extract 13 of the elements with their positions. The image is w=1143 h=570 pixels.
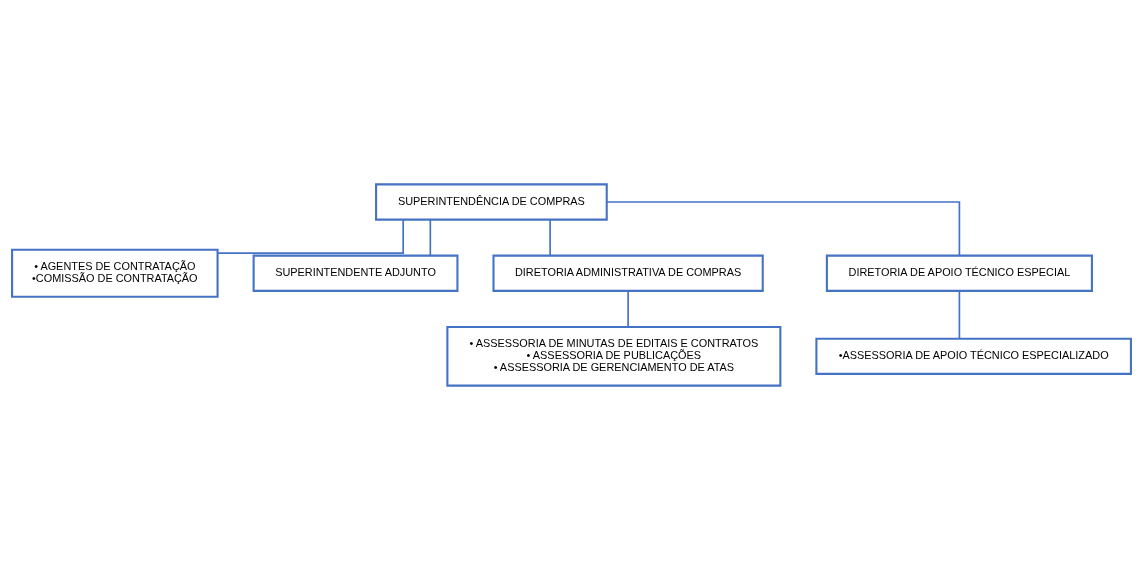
node-box: SUPERINTENDÊNCIA DE COMPRAS: [375, 183, 608, 221]
connector: [958, 290, 961, 340]
connector: [605, 201, 961, 257]
node-box: • ASSESSORIA DE MINUTAS DE EDITAIS E CONTRATOS • ASSESSORIA DE PUBLICAÇÕES • ASSESSORIA DE GERENCIAMENTO DE ATAS: [446, 325, 782, 387]
connector: [549, 218, 551, 257]
node-box: •ASSESSORIA DE APOIO TÉCNICO ESPECIALIZADO: [815, 337, 1132, 375]
node-box: DIRETORIA DE APOIO TÉCNICO ESPECIAL: [825, 254, 1093, 292]
connector: [429, 218, 432, 257]
connector: [216, 219, 405, 254]
node-box: • AGENTES DE CONTRATAÇÃO •COMISSÃO DE CONTRATAÇÃO: [11, 248, 219, 298]
connector: [627, 290, 629, 328]
node-box: SUPERINTENDENTE ADJUNTO: [252, 254, 459, 292]
node-box: DIRETORIA ADMINISTRATIVA DE COMPRAS: [492, 254, 764, 292]
